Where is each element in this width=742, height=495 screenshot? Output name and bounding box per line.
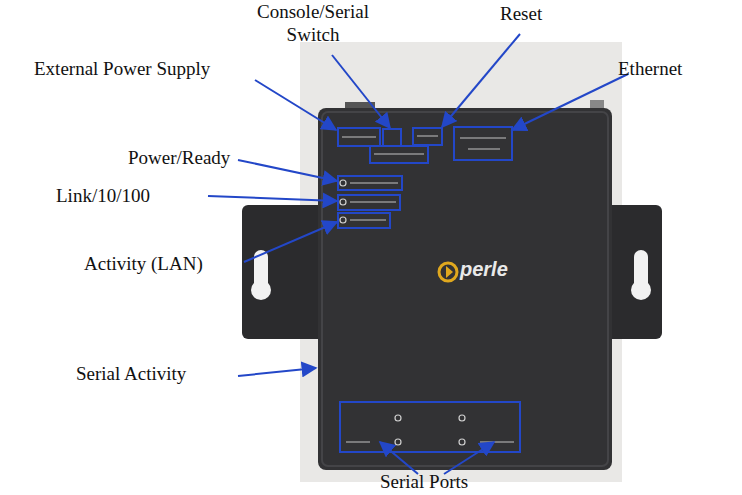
callout-label: Serial Activity bbox=[76, 362, 246, 385]
logo-mark bbox=[446, 266, 453, 278]
callout-label: Link/10/100 bbox=[56, 184, 206, 207]
callout-label: Console/Serial Switch bbox=[248, 0, 378, 46]
callout-label: Reset bbox=[500, 2, 560, 25]
led bbox=[340, 180, 465, 445]
callout-label: Ethernet bbox=[618, 57, 718, 80]
device-body bbox=[318, 108, 612, 470]
callout-label: Serial Ports bbox=[380, 470, 500, 493]
device-edge bbox=[322, 112, 608, 466]
brand-logo: perle bbox=[460, 258, 540, 281]
callout-label: Activity (LAN) bbox=[84, 252, 244, 275]
callout-label: External Power Supply bbox=[34, 57, 264, 80]
leader-arrow bbox=[208, 34, 628, 474]
photo-background bbox=[300, 42, 622, 482]
logo-mark bbox=[439, 263, 457, 281]
highlight-box bbox=[338, 127, 520, 452]
device-print bbox=[342, 136, 514, 442]
callout-label: Power/Ready bbox=[128, 146, 248, 169]
